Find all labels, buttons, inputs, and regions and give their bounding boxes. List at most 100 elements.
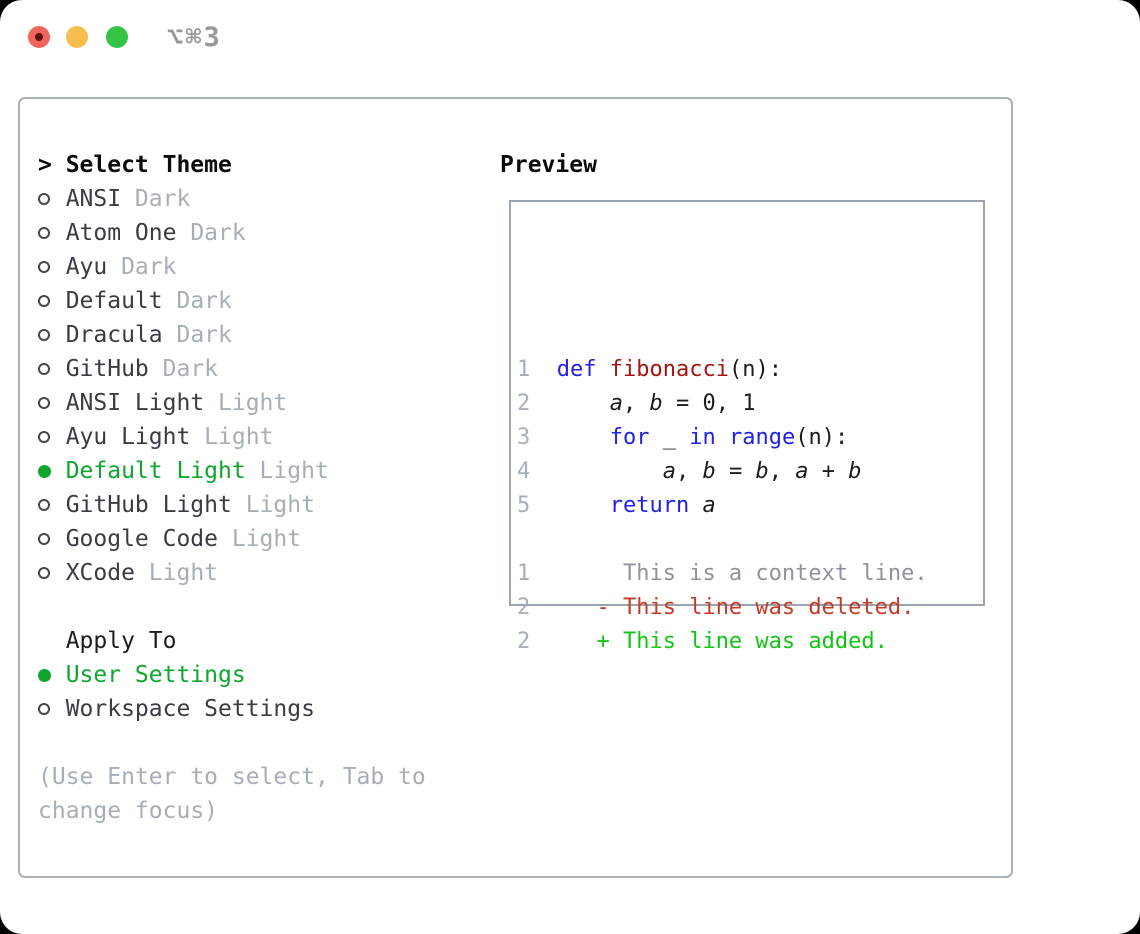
apply-option-user-settings[interactable]: User Settings xyxy=(38,658,315,692)
option-badge: Light xyxy=(204,424,274,450)
code-token: , xyxy=(768,459,796,484)
apply-to-title: Apply To xyxy=(38,624,315,658)
code-token: b xyxy=(755,459,769,484)
code-token: , xyxy=(622,391,650,416)
theme-list-title-text: Select Theme xyxy=(65,152,232,178)
code-token: 3 xyxy=(517,425,531,450)
radio-icon xyxy=(38,533,66,545)
radio-icon xyxy=(38,295,66,307)
option-label: GitHub Light xyxy=(65,492,232,518)
code-token xyxy=(530,425,609,450)
option-badge: Dark xyxy=(176,322,232,348)
code-token: a xyxy=(795,459,809,484)
code-token xyxy=(530,391,609,416)
code-line: 2 a, b = 0, 1 xyxy=(517,387,928,421)
prompt-caret-icon: > xyxy=(38,152,52,178)
option-label: ANSI Light xyxy=(65,390,205,416)
option-badge: Dark xyxy=(176,288,232,314)
option-badge: Dark xyxy=(134,186,191,212)
code-token: 2 xyxy=(517,595,531,620)
theme-option-dracula[interactable]: Dracula Dark xyxy=(38,318,329,352)
close-dot-icon xyxy=(35,33,43,41)
option-label: XCode xyxy=(65,560,135,586)
option-badge: Light xyxy=(245,492,315,518)
option-label: User Settings xyxy=(65,662,246,688)
help-line-1: (Use Enter to select, Tab to xyxy=(38,764,426,790)
code-token: b xyxy=(848,459,862,484)
radio-icon xyxy=(38,329,66,341)
theme-option-google-code[interactable]: Google Code Light xyxy=(38,522,329,556)
code-token: for xyxy=(609,425,650,450)
option-badge: Dark xyxy=(121,254,177,280)
code-token: + This line was added. xyxy=(596,629,888,654)
radio-icon xyxy=(38,703,66,715)
option-label: Dracula xyxy=(65,322,163,348)
code-token xyxy=(530,595,596,620)
code-token xyxy=(530,629,596,654)
theme-option-ansi-light[interactable]: ANSI Light Light xyxy=(38,386,329,420)
code-token: fibonacci xyxy=(609,357,729,382)
code-token: 5 xyxy=(517,493,531,518)
apply-to-title-text: Apply To xyxy=(65,628,177,654)
code-line: 2 - This line was deleted. xyxy=(517,591,928,625)
option-badge: Light xyxy=(148,560,219,586)
option-label: Atom One xyxy=(65,220,177,246)
code-token xyxy=(530,357,557,382)
help-text: (Use Enter to select, Tab to change focu… xyxy=(38,760,426,828)
code-line: 5 return a xyxy=(517,489,928,523)
code-token: b xyxy=(649,391,663,416)
minimize-button[interactable] xyxy=(66,26,88,48)
code-token: def xyxy=(556,357,597,382)
code-line: 1 This is a context line. xyxy=(517,557,928,591)
code-token: in xyxy=(689,425,716,450)
option-label: Ayu xyxy=(65,254,108,280)
radio-icon xyxy=(38,227,66,239)
code-token xyxy=(530,459,662,484)
radio-icon xyxy=(38,363,66,375)
theme-option-github-light[interactable]: GitHub Light Light xyxy=(38,488,329,522)
radio-icon xyxy=(38,261,66,273)
code-token: (n): xyxy=(728,357,782,382)
option-label: Default xyxy=(65,288,163,314)
theme-option-default[interactable]: Default Dark xyxy=(38,284,329,318)
code-token: + xyxy=(808,459,849,484)
option-label: GitHub xyxy=(65,356,149,382)
code-line: 3 for _ in range(n): xyxy=(517,421,928,455)
code-token: 2 xyxy=(517,391,531,416)
code-token: This is a context line. xyxy=(622,561,928,586)
apply-option-workspace-settings[interactable]: Workspace Settings xyxy=(38,692,315,726)
code-token: , xyxy=(675,459,703,484)
code-line xyxy=(517,523,928,557)
option-badge: Light xyxy=(231,526,302,552)
code-token xyxy=(530,493,609,518)
code-token: b xyxy=(702,459,716,484)
theme-option-xcode[interactable]: XCode Light xyxy=(38,556,329,590)
theme-option-ansi[interactable]: ANSI Dark xyxy=(38,182,329,216)
code-token: 1 xyxy=(517,561,531,586)
code-token: = 0, 1 xyxy=(662,391,756,416)
help-line-2: change focus) xyxy=(38,798,219,824)
theme-list-title: > Select Theme xyxy=(38,148,329,182)
option-badge: Light xyxy=(218,390,288,416)
code-token: a xyxy=(702,493,716,518)
code-token: = xyxy=(715,459,756,484)
option-label: Google Code xyxy=(65,526,219,552)
code-token xyxy=(689,493,702,518)
radio-icon xyxy=(38,397,66,409)
option-label: ANSI xyxy=(65,186,122,212)
close-button[interactable] xyxy=(28,26,50,48)
theme-option-ayu[interactable]: Ayu Dark xyxy=(38,250,329,284)
code-token: a xyxy=(662,459,676,484)
code-line: 2 + This line was added. xyxy=(517,625,928,659)
zoom-button[interactable] xyxy=(106,26,128,48)
code-line: 4 a, b = b, a + b xyxy=(517,455,928,489)
code-token: _ xyxy=(649,425,690,450)
radio-icon xyxy=(38,193,66,205)
preview-title: Preview xyxy=(500,152,597,178)
